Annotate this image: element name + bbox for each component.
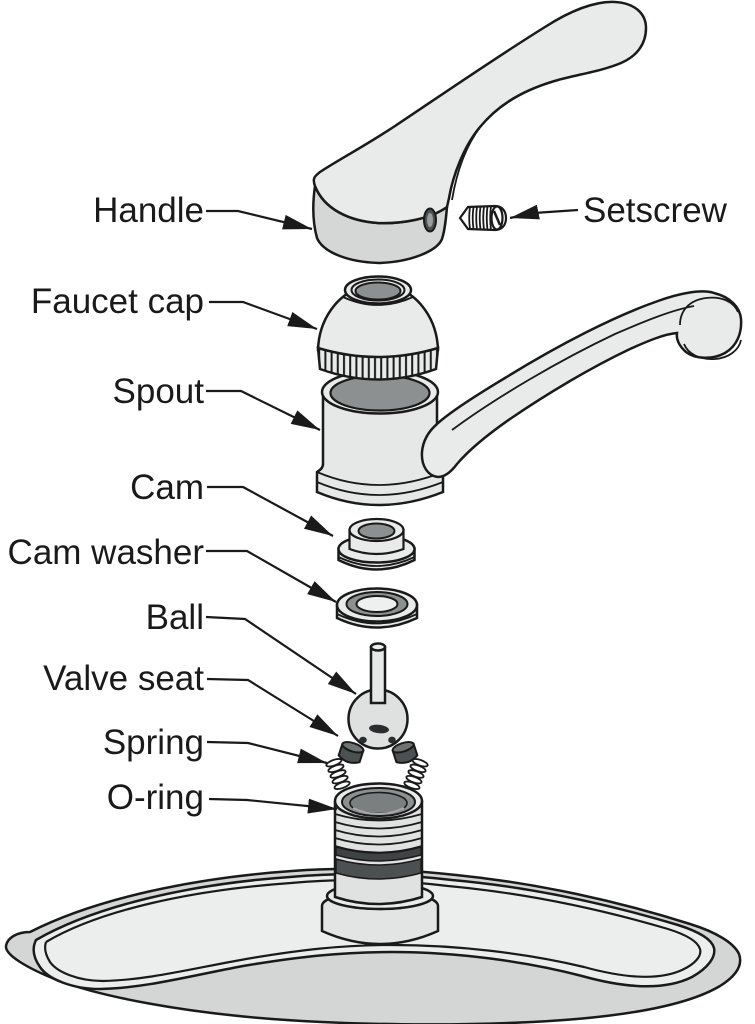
label-ball: Ball bbox=[146, 598, 204, 637]
label-cam-washer: Cam washer bbox=[8, 533, 205, 572]
spring-left-part bbox=[325, 758, 351, 790]
o-ring-body-part bbox=[320, 782, 440, 946]
labels: Handle Setscrew Faucet cap Spout Cam Cam… bbox=[8, 191, 728, 817]
leader-cam-washer bbox=[206, 549, 337, 603]
ball-port-left bbox=[359, 736, 367, 744]
leader-spout bbox=[206, 389, 321, 431]
ball-slot bbox=[369, 724, 389, 734]
label-spring: Spring bbox=[103, 723, 204, 762]
setscrew-part bbox=[458, 204, 508, 232]
o-ring-band-thick bbox=[335, 858, 422, 880]
leader-spring bbox=[206, 740, 328, 765]
valve-seat-right-part bbox=[391, 741, 419, 764]
label-valve-seat: Valve seat bbox=[43, 659, 204, 698]
cam-washer-part bbox=[335, 587, 419, 629]
ball-port-right bbox=[388, 736, 396, 744]
faucet-cap-knurl bbox=[316, 346, 440, 381]
ball-part bbox=[347, 642, 409, 750]
cam-part bbox=[337, 517, 416, 571]
spring-right-part bbox=[403, 758, 429, 790]
label-handle: Handle bbox=[93, 191, 204, 230]
leader-valve-seat bbox=[206, 677, 339, 737]
spout-part bbox=[315, 290, 743, 507]
spout-tip-bottom bbox=[683, 339, 742, 360]
spout-arm bbox=[420, 290, 743, 479]
o-ring-band-thin bbox=[335, 846, 422, 862]
label-spout: Spout bbox=[113, 372, 205, 411]
valve-seat-left-part bbox=[337, 741, 365, 764]
leader-o-ring bbox=[208, 797, 338, 814]
setscrew-slot bbox=[492, 210, 502, 226]
label-setscrew: Setscrew bbox=[583, 191, 728, 230]
leader-setscrew bbox=[509, 204, 579, 220]
leader-faucet-cap bbox=[209, 300, 318, 331]
spout-arm-ridge bbox=[451, 305, 695, 431]
label-faucet-cap: Faucet cap bbox=[31, 282, 204, 321]
handle-part bbox=[312, 0, 648, 265]
faucet-cap-part bbox=[316, 275, 440, 381]
leader-lines bbox=[205, 204, 579, 814]
label-cam: Cam bbox=[130, 468, 204, 507]
leader-cam bbox=[207, 485, 334, 537]
leader-handle bbox=[206, 209, 313, 231]
spout-tip-bend bbox=[679, 296, 739, 326]
leader-ball bbox=[205, 615, 357, 695]
base-plate-part bbox=[4, 867, 742, 1024]
label-o-ring: O-ring bbox=[107, 778, 204, 817]
